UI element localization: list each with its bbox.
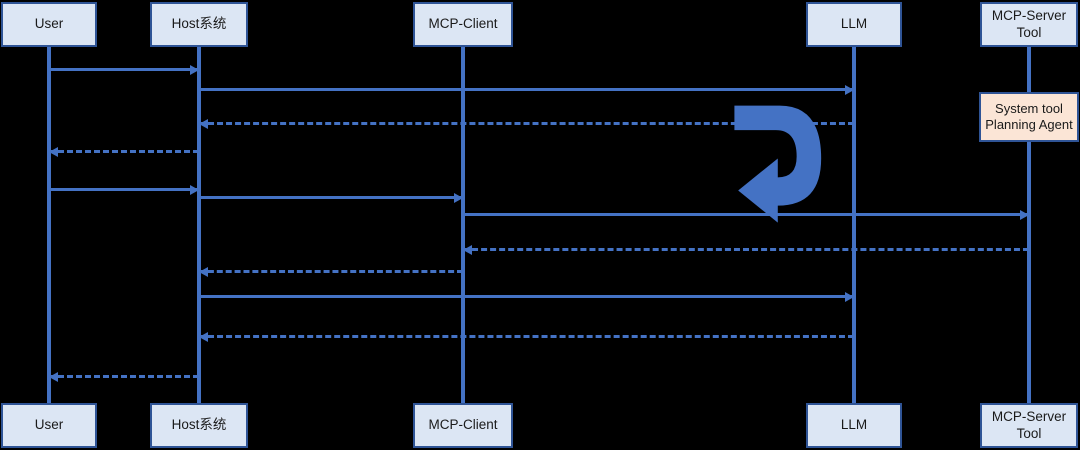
message-line-mcp_server-to-mcp_client	[463, 248, 1029, 251]
arrowhead-user-to-host	[190, 64, 199, 75]
lifeline-user	[47, 45, 51, 405]
bottom-actor-box-label: LLM	[840, 417, 868, 433]
lifeline-host	[197, 45, 201, 405]
top-actor-box-label: User	[34, 16, 64, 32]
arrowhead-host-to-llm	[845, 291, 854, 302]
bottom-actor-box-1: Host系统	[150, 403, 248, 448]
message-line-user-to-host	[49, 68, 199, 71]
message-line-host-to-user	[49, 150, 199, 153]
top-actor-box-1: Host系统	[150, 2, 248, 47]
message-line-mcp_client-to-mcp_server	[463, 213, 1029, 216]
arrowhead-mcp_server-to-mcp_client	[463, 244, 472, 255]
lifeline-mcp_server	[1027, 45, 1031, 405]
arrowhead-host-to-user	[49, 146, 58, 157]
arrowhead-mcp_client-to-mcp_server	[1020, 209, 1029, 220]
lifeline-llm	[852, 45, 856, 405]
arrowhead-llm-to-host	[199, 118, 208, 129]
bottom-actor-box-label: User	[34, 417, 64, 433]
message-line-user-to-host	[49, 188, 199, 191]
message-line-host-to-llm	[199, 295, 854, 298]
arrowhead-host-to-mcp_client	[454, 192, 463, 203]
message-line-host-to-user	[49, 375, 199, 378]
bottom-actor-box-3: LLM	[806, 403, 902, 448]
message-line-host-to-llm	[199, 88, 854, 91]
top-actor-box-2: MCP-Client	[413, 2, 513, 47]
bottom-actor-box-label: MCP-Client	[428, 417, 498, 433]
top-actor-box-label: LLM	[840, 16, 868, 32]
top-actor-box-label: MCP-Client	[428, 16, 498, 32]
top-actor-box-3: LLM	[806, 2, 902, 47]
message-line-host-to-mcp_client	[199, 196, 463, 199]
top-actor-box-0: User	[1, 2, 97, 47]
note-box-label: System tool Planning Agent	[985, 100, 1073, 132]
message-line-mcp_client-to-host	[199, 270, 463, 273]
note-box-0: System tool Planning Agent	[979, 92, 1079, 142]
bottom-actor-box-4: MCP-Server Tool	[980, 403, 1078, 448]
top-actor-box-4: MCP-Server Tool	[980, 2, 1078, 47]
arrowhead-user-to-host	[190, 184, 199, 195]
bottom-actor-box-0: User	[1, 403, 97, 448]
top-actor-box-label: MCP-Server Tool	[991, 7, 1067, 40]
message-line-llm-to-host	[199, 335, 854, 338]
arrowhead-host-to-llm	[845, 84, 854, 95]
arrowhead-mcp_client-to-host	[199, 266, 208, 277]
top-actor-box-label: Host系统	[171, 16, 227, 32]
lifeline-mcp_client	[461, 45, 465, 405]
bottom-actor-box-2: MCP-Client	[413, 403, 513, 448]
arrowhead-llm-to-host	[199, 331, 208, 342]
bottom-actor-box-label: MCP-Server Tool	[991, 408, 1067, 441]
message-line-llm-to-host	[199, 122, 854, 125]
arrowhead-host-to-user	[49, 371, 58, 382]
bottom-actor-box-label: Host系统	[171, 417, 227, 433]
